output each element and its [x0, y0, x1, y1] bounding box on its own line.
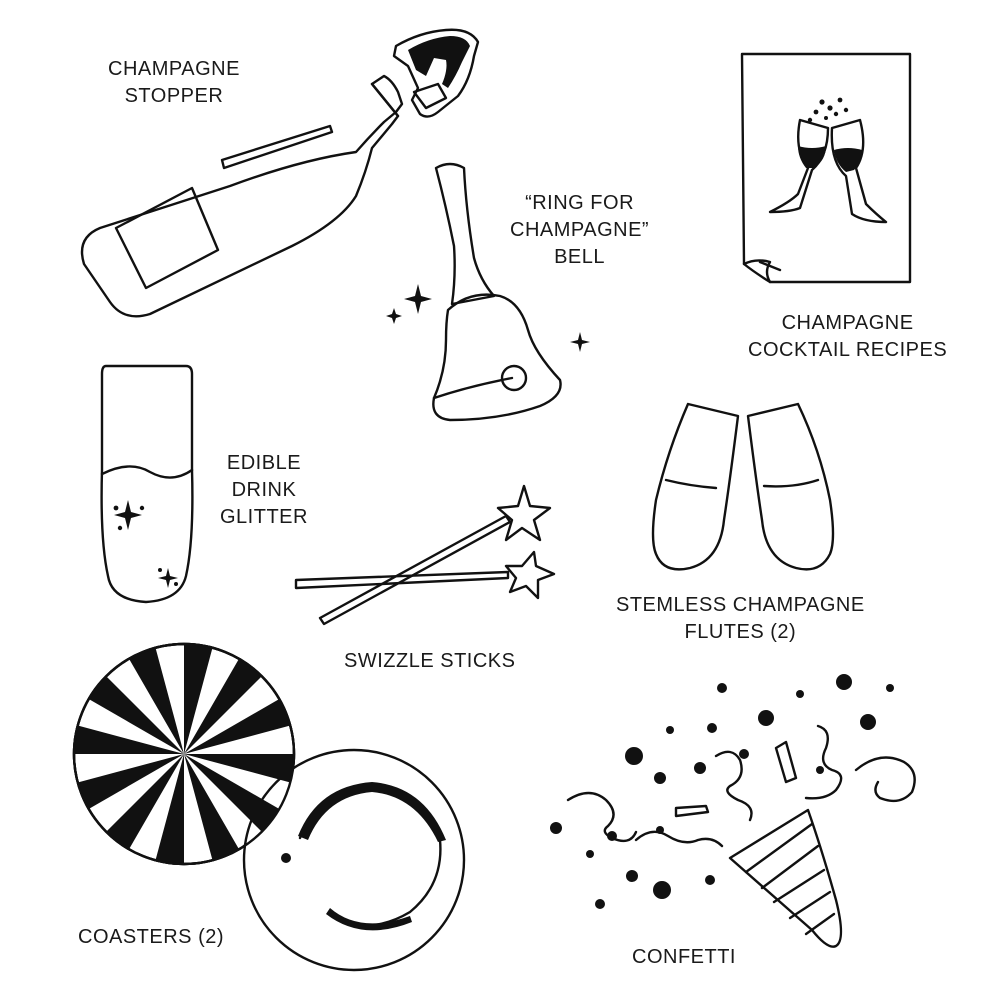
label-champagne-stopper: CHAMPAGNE STOPPER — [108, 56, 240, 110]
label-line: BELL — [554, 246, 606, 268]
label-line: STEMLESS CHAMPAGNE — [616, 594, 865, 616]
confetti-streamers — [566, 724, 916, 848]
label-coasters: COASTERS (2) — [78, 924, 224, 951]
champagne-stopper-illustration — [392, 28, 480, 118]
confetti-dots — [550, 674, 894, 909]
recipe-card-illustration — [740, 52, 912, 284]
label-line: EDIBLE — [226, 452, 302, 474]
label-line: CONFETTI — [632, 946, 736, 968]
label-line: GLITTER — [220, 506, 308, 528]
label-line: STOPPER — [124, 85, 224, 107]
label-line: COCKTAIL RECIPES — [748, 339, 948, 361]
label-edible-drink-glitter: EDIBLE DRINK GLITTER — [220, 450, 308, 531]
label-champagne-cocktail-recipes: CHAMPAGNE COCKTAIL RECIPES — [748, 310, 947, 364]
label-line: FLUTES (2) — [684, 621, 797, 643]
label-line: SWIZZLE STICKS — [344, 650, 516, 672]
champagne-bottle-illustration — [80, 74, 404, 318]
label-line: CHAMPAGNE” — [510, 219, 650, 241]
swizzle-sticks-illustration — [294, 484, 556, 626]
stemless-flutes-illustration — [651, 402, 835, 571]
coaster-stripes — [72, 642, 296, 866]
label-line: CHAMPAGNE — [108, 58, 240, 80]
label-line: COASTERS (2) — [78, 926, 225, 948]
confetti-popper-illustration — [728, 808, 843, 948]
label-swizzle-sticks: SWIZZLE STICKS — [344, 648, 515, 675]
label-ring-for-champagne-bell: “RING FOR CHAMPAGNE” BELL — [510, 190, 649, 271]
label-line: CHAMPAGNE — [781, 312, 914, 334]
glitter-tumbler-illustration — [100, 364, 194, 604]
label-stemless-champagne-flutes: STEMLESS CHAMPAGNE FLUTES (2) — [616, 592, 865, 646]
label-line: DRINK — [231, 479, 297, 501]
label-line: “RING FOR — [525, 192, 635, 214]
label-confetti: CONFETTI — [632, 944, 736, 971]
bell-illustration — [386, 162, 590, 422]
